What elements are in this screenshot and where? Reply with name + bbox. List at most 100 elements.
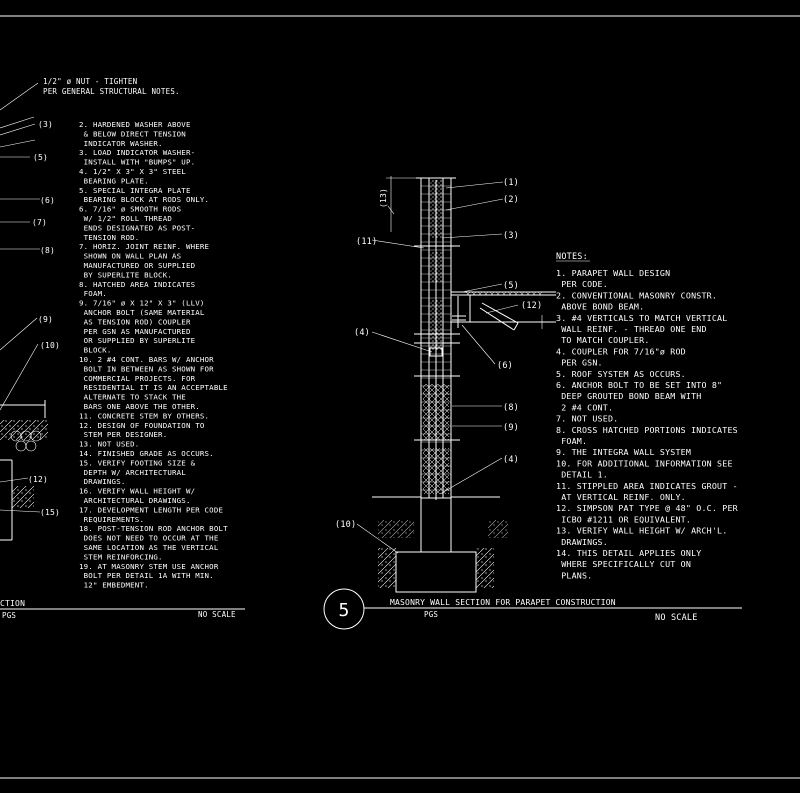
left-note-line: BEARING BLOCK AT RODS ONLY.	[79, 195, 209, 204]
left-note-line: 12" EMBEDMENT.	[79, 581, 149, 590]
right-note-line: 8. CROSS HATCHED PORTIONS INDICATES	[556, 425, 738, 435]
right-note-line: 11. STIPPLED AREA INDICATES GROUT -	[556, 481, 738, 491]
right-note-line: PER CODE.	[556, 279, 608, 289]
left-marker-3: (3)	[38, 120, 53, 129]
right-note-line: FOAM.	[556, 436, 587, 446]
roof-system	[451, 291, 556, 331]
right-note-line: PER GSN.	[556, 358, 603, 368]
left-marker-10: (10)	[40, 341, 60, 350]
left-notes: 2. HARDENED WASHER ABOVE & BELOW DIRECT …	[79, 120, 228, 590]
left-note-line: FOAM.	[79, 289, 107, 298]
right-note-line: 2 #4 CONT.	[556, 402, 613, 412]
left-note-line: 6. 7/16" ø SMOOTH RODS	[79, 205, 181, 214]
left-note-line: OR SUPPLIED BY SUPERLITE	[79, 336, 195, 345]
right-note-line: 1. PARAPET WALL DESIGN	[556, 268, 670, 278]
marker-8: (8)	[503, 403, 519, 413]
left-note-line: INSTALL WITH "BUMPS" UP.	[79, 158, 195, 167]
left-note-line: SAME LOCATION AS THE VERTICAL	[79, 543, 219, 552]
left-note-line: 13. NOT USED.	[79, 440, 139, 449]
left-note-line: ENDS DESIGNATED AS POST-	[79, 223, 195, 232]
left-note-line: DEPTH W/ ARCHITECTURAL	[79, 468, 186, 477]
left-note-line: 5. SPECIAL INTEGRA PLATE	[79, 186, 191, 195]
left-note-line: 14. FINISHED GRADE AS OCCURS.	[79, 449, 214, 458]
left-note-line: 18. POST-TENSION ROD ANCHOR BOLT	[79, 524, 228, 533]
right-note-line: 3. #4 VERTICALS TO MATCH VERTICAL	[556, 313, 727, 323]
left-note-line: STEM REINFORCING.	[79, 552, 163, 561]
right-note-line: 5. ROOF SYSTEM AS OCCURS.	[556, 369, 686, 379]
right-note-line: PLANS.	[556, 570, 592, 580]
left-marker-5: (5)	[33, 153, 48, 162]
left-note-line: RESIDENTIAL IT IS AN ACCEPTABLE	[79, 383, 228, 392]
left-detail: 1/2" ø NUT - TIGHTEN PER GENERAL STRUCTU…	[0, 77, 245, 620]
right-detail: (13)	[323, 176, 742, 630]
detail-title-block: 5 MASONRY WALL SECTION FOR PARAPET CONST…	[323, 588, 742, 630]
left-note-line: ALTERNATE TO STACK THE	[79, 393, 186, 402]
left-note-line: BEARING PLATE.	[79, 176, 149, 185]
left-note-line: 2. HARDENED WASHER ABOVE	[79, 120, 191, 129]
left-note-line: 4. 1/2" X 3" X 3" STEEL	[79, 167, 186, 176]
left-footing	[0, 400, 48, 541]
right-note-line: AT VERTICAL REINF. ONLY.	[556, 492, 686, 502]
left-note-line: ANCHOR BOLT (SAME MATERIAL	[79, 308, 205, 317]
detail-scale: NO SCALE	[655, 613, 698, 623]
left-marker-7: (7)	[32, 218, 47, 227]
marker-5: (5)	[503, 281, 519, 291]
left-note-line: DOES NOT NEED TO OCCUR AT THE	[79, 534, 219, 543]
marker-9: (9)	[503, 423, 519, 433]
marker-12: (12)	[521, 301, 542, 311]
notes-header: NOTES:	[556, 252, 588, 262]
marker-10: (10)	[335, 520, 356, 530]
masonry-wall	[414, 177, 460, 500]
left-pgs: PGS	[2, 611, 16, 620]
footing	[372, 496, 508, 593]
right-note-line: DRAWINGS.	[556, 537, 608, 547]
right-notes-text: 1. PARAPET WALL DESIGN PER CODE.2. CONVE…	[556, 268, 738, 580]
right-note-line: 2. CONVENTIONAL MASONRY CONSTR.	[556, 290, 717, 300]
left-note-line: SHOWN ON WALL PLAN AS	[79, 252, 181, 261]
right-note-line: TO MATCH COUPLER.	[556, 335, 650, 345]
right-note-line: 6. ANCHOR BOLT TO BE SET INTO 8"	[556, 380, 722, 390]
marker-4-upper: (4)	[354, 328, 370, 338]
right-note-line: 13. VERIFY WALL HEIGHT W/ ARCH'L.	[556, 526, 727, 536]
left-note-line: MANUFACTURED OR SUPPLIED	[79, 261, 195, 270]
sheet-border	[0, 15, 800, 779]
marker-1: (1)	[503, 178, 519, 188]
left-title-block: CTION PGS NO SCALE	[0, 599, 245, 620]
left-note-line: 7. HORIZ. JOINT REINF. WHERE	[79, 242, 209, 251]
left-scale: NO SCALE	[198, 610, 236, 619]
left-note-line: BARS ONE ABOVE THE OTHER.	[79, 402, 200, 411]
left-note-line: BOLT PER DETAIL 1A WITH MIN.	[79, 571, 214, 580]
left-note-line: 3. LOAD INDICATOR WASHER-	[79, 148, 195, 157]
right-note-line: ICBO #1211 OR EQUIVALENT.	[556, 514, 691, 524]
left-note-line: 9. 7/16" ø X 12" X 3" (LLV)	[79, 299, 205, 308]
left-note-line: PER GSN AS MANUFACTURED	[79, 327, 191, 336]
left-notes-text: 2. HARDENED WASHER ABOVE & BELOW DIRECT …	[79, 120, 228, 590]
left-note-line: 12. DESIGN OF FOUNDATION TO	[79, 421, 205, 430]
detail-number-circle	[323, 588, 365, 630]
left-note-line: 17. DEVELOPMENT LENGTH PER CODE	[79, 505, 223, 514]
left-note-line: AS TENSION ROD) COUPLER	[79, 317, 191, 326]
left-note-line: & BELOW DIRECT TENSION	[79, 129, 186, 138]
anchor-bolt	[452, 296, 466, 328]
left-note-line: BY SUPERLITE BLOCK.	[79, 270, 172, 279]
right-note-line: 7. NOT USED.	[556, 414, 618, 424]
right-note-line: 10. FOR ADDITIONAL INFORMATION SEE	[556, 458, 733, 468]
nut-callout-1: 1/2" ø NUT - TIGHTEN	[43, 77, 137, 86]
left-marker-9: (9)	[38, 315, 53, 324]
left-note-line: ARCHITECTURAL DRAWINGS.	[79, 496, 191, 505]
left-note-line: 11. CONCRETE STEM BY OTHERS.	[79, 411, 209, 420]
left-note-line: 15. VERIFY FOOTING SIZE &	[79, 458, 196, 467]
detail-title: MASONRY WALL SECTION FOR PARAPET CONSTRU…	[390, 598, 616, 607]
right-note-line: WHERE SPECIFICALLY CUT ON	[556, 559, 691, 569]
right-leaders	[356, 181, 519, 554]
coupler	[429, 347, 443, 357]
right-notes: NOTES: 1. PARAPET WALL DESIGN PER CODE.2…	[556, 252, 738, 580]
nut-callout-2: PER GENERAL STRUCTURAL NOTES.	[43, 87, 180, 96]
left-note-line: BLOCK.	[79, 346, 112, 355]
left-note-line: DRAWINGS.	[79, 477, 126, 486]
right-note-line: 4. COUPLER FOR 7/16"ø ROD	[556, 346, 686, 356]
left-leaders	[0, 82, 41, 513]
right-note-line: ABOVE BOND BEAM.	[556, 302, 644, 312]
marker-11: (11)	[356, 237, 377, 247]
